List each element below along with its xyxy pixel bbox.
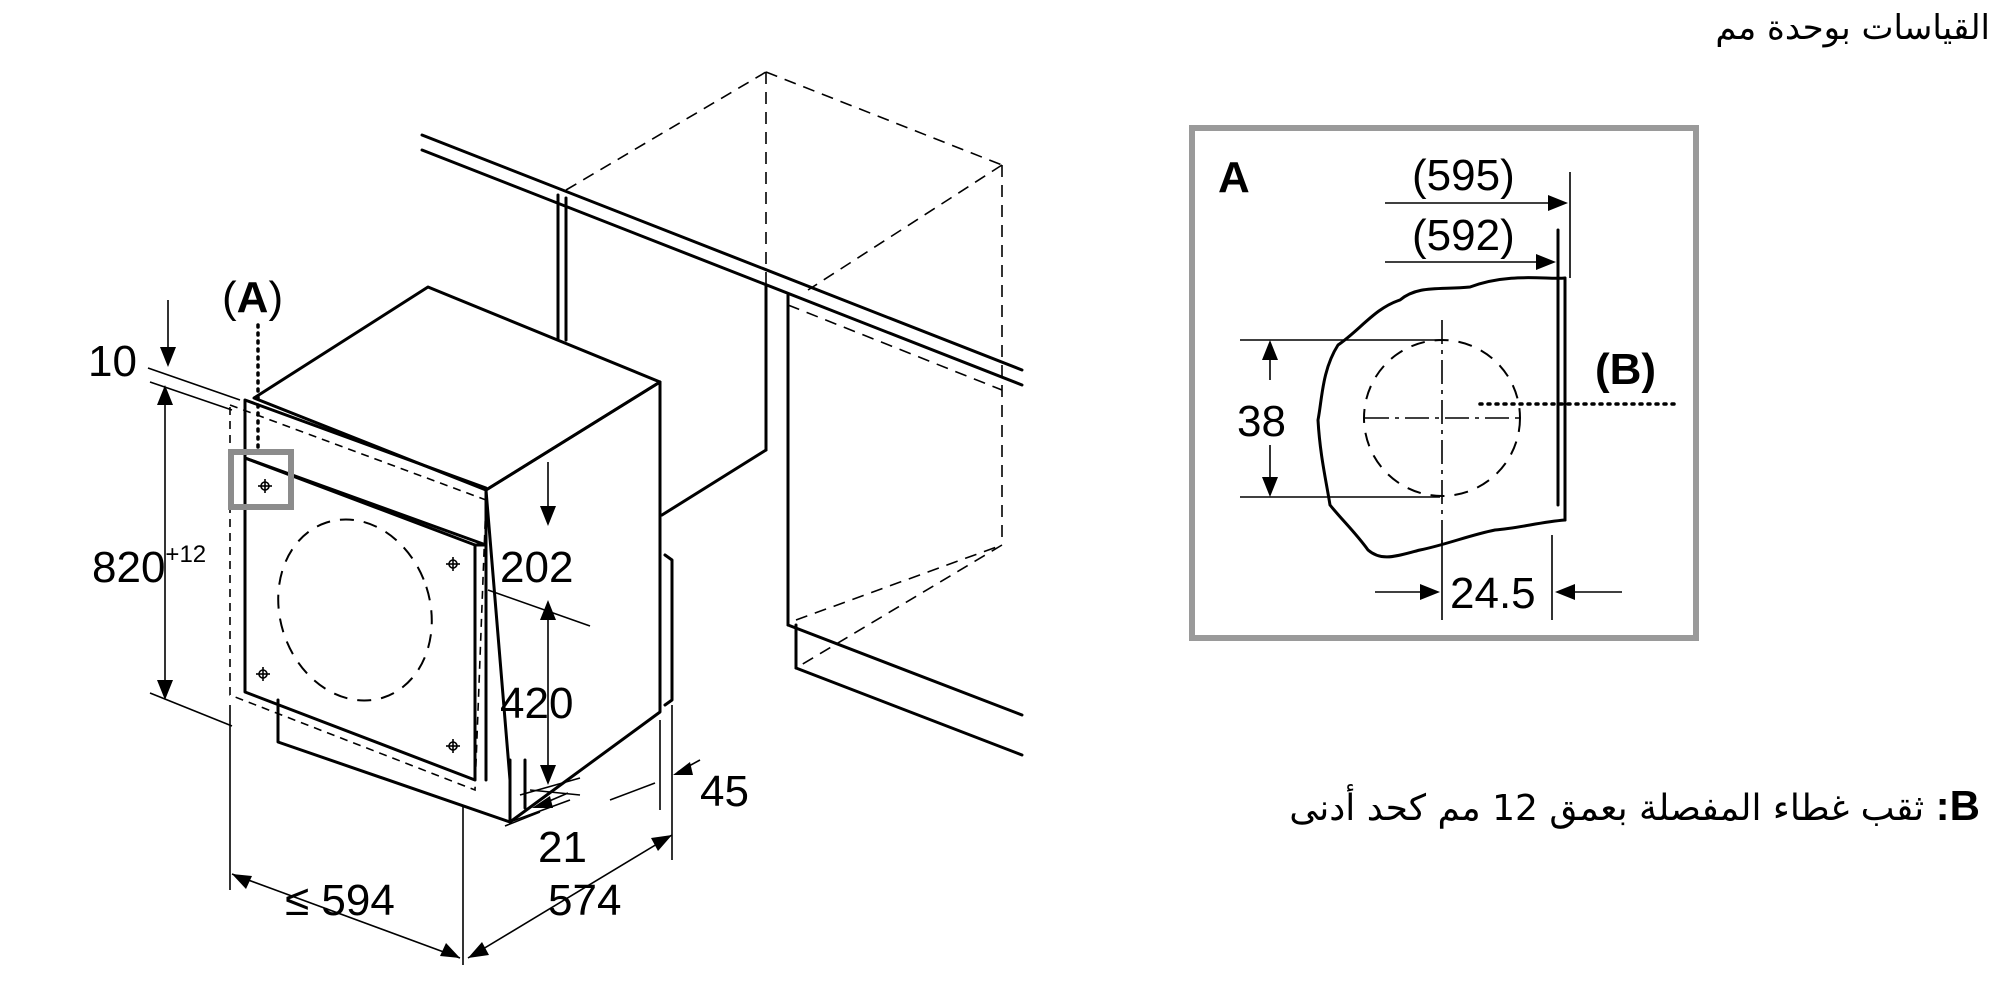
dimension-lines [147, 300, 701, 965]
dim-420: 420 [500, 679, 573, 728]
detail-dim-595: (595) [1412, 151, 1515, 200]
cabinet-niche [420, 71, 1024, 757]
note-b: B: ثقب غطاء المفصلة بعمق 12 مم كحد أدنى [1280, 782, 1980, 830]
dim-depth: 574 [548, 876, 621, 925]
units-label: القياسات بوحدة مم [1715, 8, 1990, 48]
callout-a-frame [228, 449, 294, 510]
dim-width: ≤ 594 [285, 876, 395, 925]
detail-dim-38: 38 [1237, 397, 1286, 446]
dim-top-gap: 10 [88, 337, 137, 386]
detail-a-title: A [1218, 153, 1250, 202]
detail-dim-24-5: 24.5 [1450, 569, 1536, 618]
callout-b-label: (B) [1595, 345, 1656, 394]
dim-202: 202 [500, 543, 573, 592]
note-b-text: ثقب غطاء المفصلة بعمق 12 مم كحد أدنى [1289, 788, 1936, 829]
dim-height: 820+12 [92, 541, 206, 592]
detail-dim-592: (592) [1412, 211, 1515, 260]
callout-a-label: (A) [222, 273, 283, 322]
appliance-body [228, 285, 674, 824]
detail-a-panel: A (595) (592) 38 [1189, 125, 1699, 641]
dim-45: 45 [700, 767, 749, 816]
dim-21: 21 [538, 823, 587, 872]
note-b-key: B: [1935, 782, 1980, 829]
